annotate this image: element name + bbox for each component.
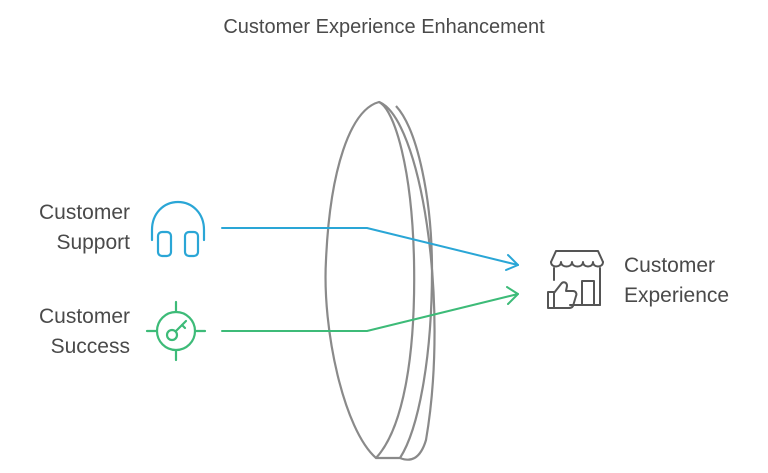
support-connector-line (221, 227, 519, 266)
success-arrowhead (506, 286, 519, 305)
headphones-icon (150, 200, 206, 258)
diagram-title: Customer Experience Enhancement (223, 16, 545, 38)
target-key-icon (145, 300, 207, 362)
label-customer-support: Customer Support (39, 198, 130, 258)
success-connector-line (221, 293, 519, 332)
storefront-thumbs-up-icon (547, 250, 604, 309)
label-customer-success-line2: Success (50, 335, 130, 358)
label-customer-success: Customer Success (39, 302, 130, 362)
label-customer-experience-line1: Customer (624, 254, 716, 277)
label-customer-support-line1: Customer (38, 201, 130, 224)
lens-shape (324, 100, 436, 461)
label-customer-success-line1: Customer (38, 305, 130, 328)
label-customer-experience-line2: Experience (624, 284, 730, 307)
support-arrowhead (505, 254, 519, 271)
label-customer-support-line2: Support (56, 231, 130, 254)
label-customer-experience: Customer Experience (624, 251, 729, 311)
